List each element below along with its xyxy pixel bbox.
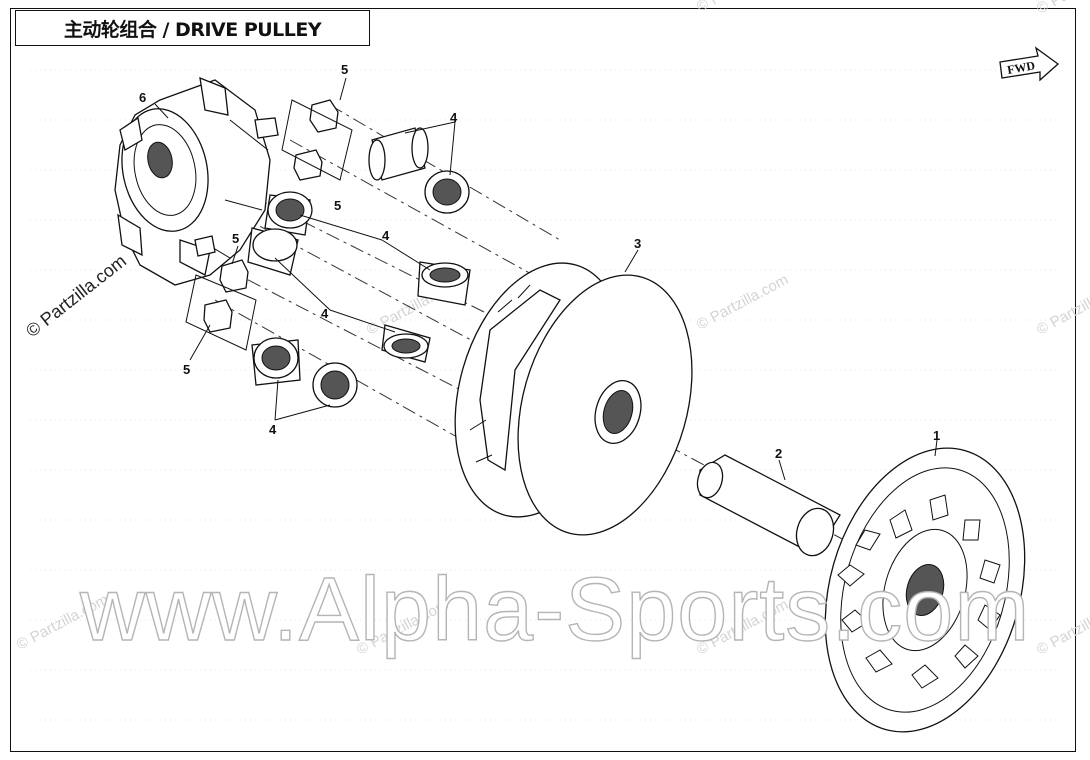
roller: [417, 261, 471, 306]
roller: [368, 127, 429, 181]
watermark-tile: © Partzilla.com: [1034, 596, 1090, 658]
cooling-fins: [837, 494, 1001, 689]
callout-2: 2: [775, 446, 782, 461]
callout-4: 4: [382, 228, 390, 243]
callout-4: 4: [450, 110, 458, 125]
callout-5: 5: [341, 62, 348, 77]
callout-6: 6: [139, 90, 146, 105]
callout-5: 5: [232, 231, 239, 246]
part-4-rollers: [247, 127, 471, 408]
callout-5: 5: [334, 198, 341, 213]
page-title: 主动轮组合 / DRIVE PULLEY: [63, 18, 322, 41]
part-1-fixed-sheave: [824, 447, 1026, 733]
callout-leaders: [154, 77, 938, 481]
callout-4: 4: [269, 422, 277, 437]
roller: [247, 227, 299, 276]
callout-3: 3: [634, 236, 641, 251]
fwd-label: FWD: [1006, 58, 1036, 77]
callout-labels: 6 5 4 5 4 5 4 5 4 3 2 1: [139, 62, 940, 461]
watermark-tile: © Partzilla.com: [1034, 0, 1090, 18]
roller: [312, 362, 358, 408]
part-2-sleeve: [696, 454, 841, 557]
roller: [264, 191, 313, 236]
callout-5: 5: [183, 362, 190, 377]
fwd-direction-badge: FWD: [999, 46, 1060, 82]
watermark-tile: © Partzilla.com: [694, 0, 791, 16]
part-6-spider-plate: [114, 76, 279, 286]
part-3-moveable-sheave: [454, 262, 693, 536]
part-5-sliders: [185, 99, 353, 351]
title-box: 主动轮组合 / DRIVE PULLEY: [15, 10, 370, 46]
watermark-tile: © Partzilla.com: [1034, 276, 1090, 338]
roller: [251, 337, 301, 386]
roller: [381, 324, 431, 363]
roller: [424, 170, 470, 214]
alpha-sports-watermark: www.Alpha-Sports.com: [79, 560, 1030, 660]
watermark-tile: © Partzilla.com: [694, 271, 791, 333]
partzilla-side-watermark: © Partzilla.com: [22, 251, 130, 341]
callout-4: 4: [321, 306, 329, 321]
callout-1: 1: [933, 428, 940, 443]
diagram-frame: [10, 8, 1076, 752]
